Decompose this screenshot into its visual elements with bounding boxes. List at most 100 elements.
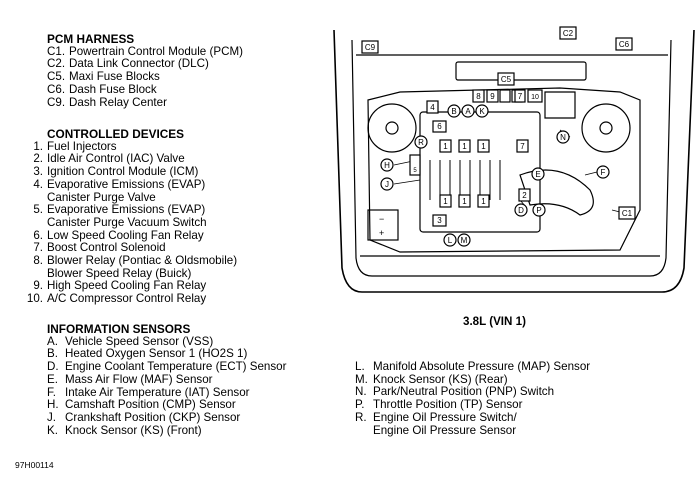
legend-key: N. xyxy=(355,385,367,399)
device-5: 5 xyxy=(409,154,421,176)
diagram-caption: 3.8L (VIN 1) xyxy=(463,315,526,328)
legend-item: 3.Ignition Control Module (ICM) xyxy=(25,165,237,179)
sensor-b-circle xyxy=(447,104,461,118)
inner-fender-outline xyxy=(351,39,672,277)
device-10-label: 10 xyxy=(531,94,539,101)
legend-item: 6.Low Speed Cooling Fan Relay xyxy=(25,228,237,243)
legend-item: C5.Maxi Fuse Blocks xyxy=(47,70,243,84)
legend-key: 9. xyxy=(33,279,43,293)
legend-continuation: Canister Purge Valve xyxy=(47,190,156,204)
sensor-p: P xyxy=(532,203,546,217)
device-1-a-box xyxy=(439,139,452,153)
legend-item: 10.A/C Compressor Control Relay xyxy=(25,292,237,306)
legend-item: L.Manifold Absolute Pressure (MAP) Senso… xyxy=(355,360,591,374)
connector-c1-label: C1 xyxy=(622,209,633,218)
legend-text: Blower Relay (Pontiac & Oldsmobile) xyxy=(47,254,238,268)
connector-c1-box xyxy=(618,206,636,220)
legend-text: Crankshaft Position (CKP) Sensor xyxy=(65,410,241,424)
sensor-k: K xyxy=(475,104,489,118)
battery-plus-label: + xyxy=(379,228,384,238)
connector-c9: C9 xyxy=(361,40,379,54)
legend-item: J.Crankshaft Position (CKP) Sensor xyxy=(47,410,286,425)
legend-key: M. xyxy=(355,372,368,386)
information-sensors-heading: INFORMATION SENSORS xyxy=(47,322,191,336)
legend-item: C6.Dash Fuse Block xyxy=(47,82,243,97)
legend-key: P. xyxy=(355,398,365,412)
device-8: 8 xyxy=(472,89,485,103)
air-cleaner-tube xyxy=(544,91,576,119)
legend-item: 4.Evaporative Emissions (EVAP) xyxy=(25,178,237,192)
legend-key: F. xyxy=(47,385,57,399)
sensor-p-circle xyxy=(532,203,546,217)
connector-c2: C2 xyxy=(559,26,577,40)
pcm-harness-heading: PCM HARNESS xyxy=(47,32,135,46)
legend-item: M.Knock Sensor (KS) (Rear) xyxy=(355,372,590,387)
pcm-harness-legend: PCM HARNESS C1.Powertrain Control Module… xyxy=(47,33,243,109)
device-1-c: 1 xyxy=(477,139,490,153)
device-1-d: 1 xyxy=(439,194,452,208)
sensor-l-label: L xyxy=(448,236,453,245)
sensor-e-label: E xyxy=(535,170,540,179)
device-9-label: 9 xyxy=(490,92,495,101)
device-6-label: 6 xyxy=(437,122,442,131)
legend-item: E.Mass Air Flow (MAF) Sensor xyxy=(47,372,286,387)
legend-item: 2.Idle Air Control (IAC) Valve xyxy=(25,153,237,166)
connector-c5: C5 xyxy=(497,72,515,86)
device-blank-1 xyxy=(499,89,511,103)
legend-text: Boost Control Solenoid xyxy=(47,241,166,255)
legend-text: Low Speed Cooling Fan Relay xyxy=(47,228,204,242)
device-1-f-box xyxy=(477,194,490,208)
device-1-e-box xyxy=(458,194,471,208)
device-7-top-label: 7 xyxy=(518,92,523,101)
legend-text: Dash Relay Center xyxy=(69,95,167,109)
legend-text: Mass Air Flow (MAF) Sensor xyxy=(65,372,213,386)
device-10: 10 xyxy=(527,89,543,103)
legend-key: C2. xyxy=(47,57,66,71)
legend-text: Maxi Fuse Blocks xyxy=(69,70,160,84)
sensor-l: L xyxy=(443,233,457,247)
legend-item: N. Park/Neutral Position (PNP) Switch xyxy=(355,386,590,399)
legend-key: C6. xyxy=(47,82,66,96)
sensor-n-label: N xyxy=(560,133,566,142)
legend-text: Evaporative Emissions (EVAP) xyxy=(47,203,206,217)
sensor-m: M xyxy=(457,233,471,247)
sensor-a-circle xyxy=(461,104,475,118)
connector-c6: C6 xyxy=(615,37,633,51)
device-4-box xyxy=(426,100,439,114)
connector-c6-label: C6 xyxy=(619,40,630,49)
device-1-a-label: 1 xyxy=(443,142,448,151)
connector-c9-label: C9 xyxy=(365,43,376,52)
legend-key: 2. xyxy=(33,152,43,166)
legend-key: C5. xyxy=(47,70,66,84)
sensor-l-circle xyxy=(443,233,457,247)
device-1-e: 1 xyxy=(458,194,471,208)
device-7-label: 7 xyxy=(520,142,525,151)
legend-item: F. Intake Air Temperature (IAT) Sensor xyxy=(47,385,286,400)
device-1-c-box xyxy=(477,139,490,153)
legend-item: K.Knock Sensor (KS) (Front) xyxy=(47,423,286,438)
device-7-box xyxy=(516,139,529,153)
legend-item: C1.Powertrain Control Module (PCM) xyxy=(47,45,243,59)
device-10-box xyxy=(527,89,543,103)
legend-key: H. xyxy=(47,398,59,412)
legend-key: K. xyxy=(47,423,58,437)
device-3-box xyxy=(432,214,447,227)
connector-c1: C1 xyxy=(618,206,636,220)
device-9-box xyxy=(486,89,499,103)
legend-item: C9.Dash Relay Center xyxy=(47,95,243,110)
right-strut-tower xyxy=(581,103,631,153)
device-2-box xyxy=(518,188,531,202)
legend-text: A/C Compressor Control Relay xyxy=(47,292,207,306)
sensor-j-circle xyxy=(380,177,394,191)
legend-item: 5.Evaporative Emissions (EVAP) xyxy=(25,204,237,217)
sensor-r-label: R xyxy=(418,138,424,147)
legend-key: 7. xyxy=(33,241,43,255)
legend-text: Intake Air Temperature (IAT) Sensor xyxy=(65,385,250,399)
device-1-d-box xyxy=(439,194,452,208)
legend-item: R.Engine Oil Pressure Switch/ xyxy=(355,411,590,425)
legend-text: Manifold Absolute Pressure (MAP) Sensor xyxy=(373,360,591,373)
legend-text: Park/Neutral Position (PNP) Switch xyxy=(373,385,555,399)
device-8-box xyxy=(472,89,485,103)
legend-item: A.Vehicle Speed Sensor (VSS) xyxy=(47,335,286,349)
device-blank-1-box xyxy=(499,89,511,103)
